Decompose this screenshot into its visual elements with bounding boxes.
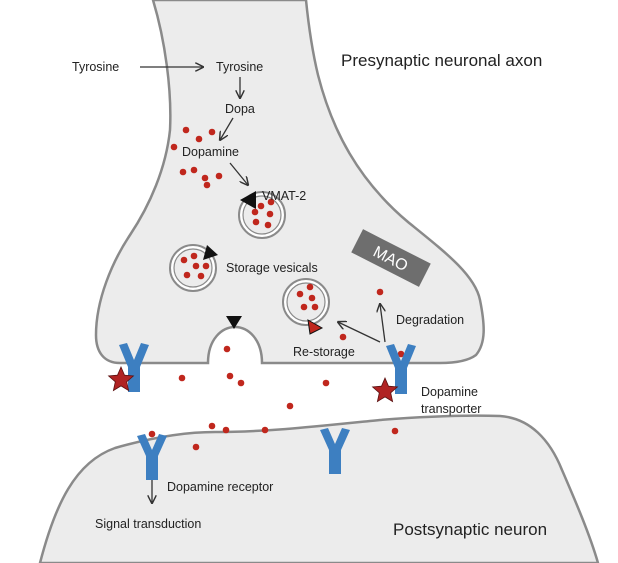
vesicle-restorage [282, 278, 330, 326]
re-storage-label: Re-storage [293, 345, 355, 359]
presynaptic-title: Presynaptic neuronal axon [341, 51, 542, 70]
blocker-left-star-icon [107, 365, 135, 392]
tyrosine-intracellular-label: Tyrosine [216, 60, 263, 74]
signal-transduction-label: Signal transduction [95, 517, 201, 531]
dopamine-label: Dopamine [182, 145, 239, 159]
receptor-left-y-shaped-receptor-icon [137, 434, 167, 480]
postsynaptic-title: Postsynaptic neuron [393, 520, 547, 539]
dopamine-molecules [148, 126, 405, 451]
dopamine-receptor-label: Dopamine receptor [167, 480, 273, 494]
release-triangle-icon [226, 316, 242, 329]
degradation-label: Degradation [396, 313, 464, 327]
arrow-to-degradation [380, 304, 386, 343]
blocker-right-star-icon [371, 376, 399, 403]
vmat2-label: VMAT-2 [262, 189, 306, 203]
transporter-right-y-shaped-transporter-icon [386, 344, 416, 394]
vmat2-triangle-icon [240, 191, 256, 209]
pathway-arrows [140, 67, 386, 503]
tyrosine-extracellular-label: Tyrosine [72, 60, 119, 74]
arrow-dopamine-vmat2 [229, 162, 248, 185]
dopamine-transporter-label-line1: Dopamine [421, 385, 478, 399]
restorage-triangle-icon [307, 319, 324, 335]
postsynaptic-membrane [38, 414, 600, 563]
storage-triangle-icon [203, 245, 218, 260]
dopa-label: Dopa [225, 102, 255, 116]
transporter-left-y-shaped-transporter-icon [119, 343, 149, 392]
dopamine-transporter-label-line2: transporter [421, 402, 481, 416]
arrow-dopa-dopamine [220, 117, 234, 140]
receptor-right-y-shaped-receptor-icon [320, 428, 350, 474]
arrow-to-restorage [338, 322, 381, 343]
storage-vesicals-label: Storage vesicals [226, 261, 318, 275]
